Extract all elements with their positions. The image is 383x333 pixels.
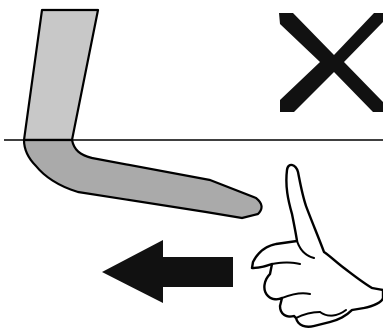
cross-icon [279,13,383,112]
arrow-left-icon [102,240,233,303]
hand-thumb-up-icon [252,165,383,327]
bent-part-lower [24,140,262,218]
bent-part-upper [24,10,98,140]
